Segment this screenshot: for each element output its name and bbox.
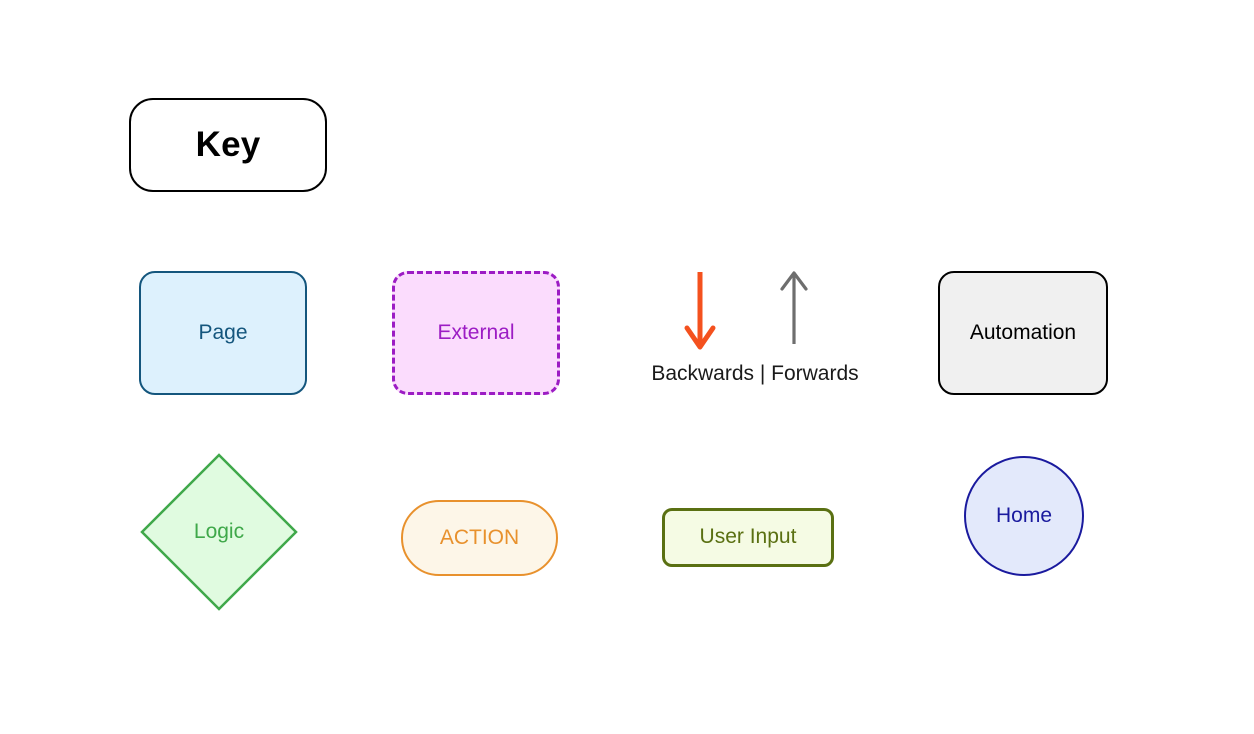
arrow-up-forwards-icon — [777, 266, 811, 353]
legend-shape-action[interactable]: ACTION — [401, 500, 558, 576]
legend-label-logic: Logic — [193, 519, 245, 543]
legend-shape-automation[interactable]: Automation — [938, 271, 1108, 395]
legend-label-page: Page — [198, 320, 248, 344]
legend-shape-page[interactable]: Page — [139, 271, 307, 395]
legend-shape-home[interactable]: Home — [964, 456, 1084, 576]
legend-label-home: Home — [995, 503, 1053, 527]
legend-label-automation: Automation — [969, 320, 1077, 344]
legend-shape-logic[interactable]: Logic — [139, 452, 299, 612]
diamond-icon — [140, 453, 298, 611]
legend-label-external: External — [437, 320, 515, 344]
arrow-direction-label: Backwards | Forwards — [651, 362, 859, 385]
key-title-box: Key — [129, 98, 327, 192]
key-title-label: Key — [195, 124, 261, 164]
legend-shape-user-input[interactable]: User Input — [662, 508, 834, 567]
arrow-legend-group: Backwards | Forwards — [625, 262, 885, 392]
legend-label-action: ACTION — [439, 525, 520, 549]
arrow-down-backwards-icon — [683, 270, 717, 357]
legend-label-user-input: User Input — [699, 525, 797, 549]
legend-shape-external[interactable]: External — [392, 271, 560, 395]
